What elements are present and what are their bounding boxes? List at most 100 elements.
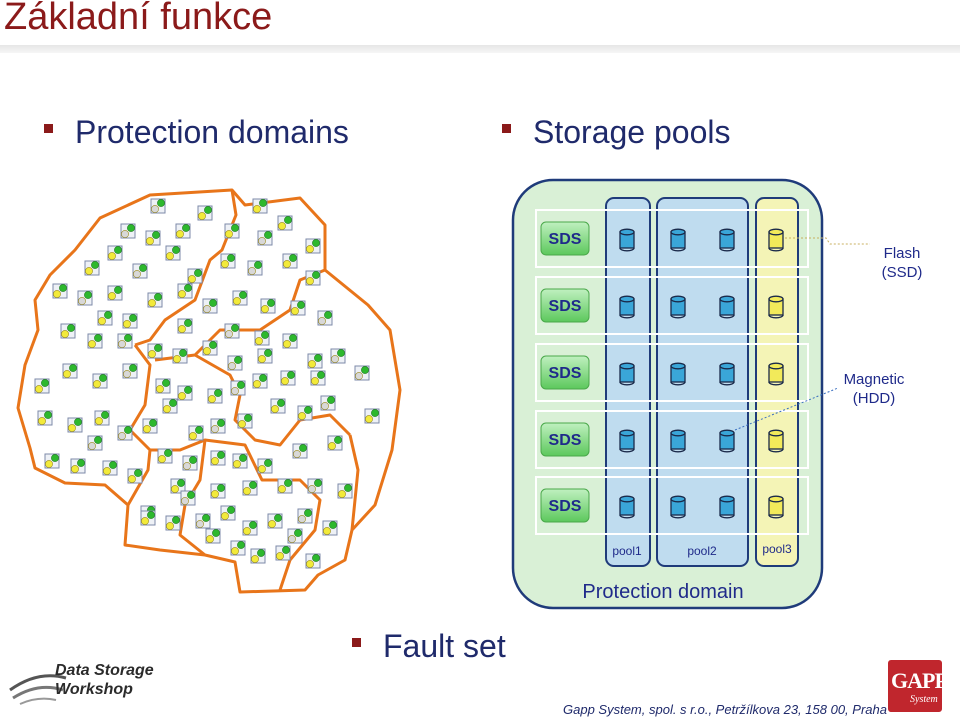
sds-node-icon	[232, 290, 248, 306]
flash-label-line2: (SSD)	[882, 264, 923, 281]
sds-node-icon	[62, 363, 78, 379]
bullet-square-icon	[44, 124, 53, 134]
disk-icon	[768, 228, 784, 252]
sds-node-icon	[70, 458, 86, 474]
sds-node-icon	[252, 198, 268, 214]
sds-node-icon	[150, 198, 166, 214]
gapp-logo: GAPP System	[888, 660, 948, 712]
sds-node-icon	[117, 333, 133, 349]
sds-box: SDS	[540, 355, 590, 390]
sds-node-icon	[210, 483, 226, 499]
sds-node-icon	[282, 333, 298, 349]
sds-node-icon	[237, 413, 253, 429]
sds-row: SDS	[535, 410, 809, 469]
sds-node-icon	[107, 245, 123, 261]
sds-node-icon	[257, 348, 273, 364]
sds-node-icon	[364, 408, 380, 424]
footer-company-address: Gapp System, spol. s r.o., Petržílkova 2…	[563, 702, 887, 717]
disk-icon	[619, 429, 635, 453]
bullet-label: Protection domains	[75, 114, 349, 150]
sds-node-icon	[155, 378, 171, 394]
disk-icon	[619, 228, 635, 252]
sds-node-icon	[305, 270, 321, 286]
sds-node-icon	[132, 263, 148, 279]
slide-title: Základní funkce	[4, 0, 273, 38]
sds-node-icon	[195, 513, 211, 529]
bullet-label: Fault set	[383, 628, 506, 664]
sds-row: SDS	[535, 276, 809, 335]
sds-node-icon	[230, 540, 246, 556]
sds-node-icon	[60, 323, 76, 339]
sds-row: SDS	[535, 209, 809, 268]
sds-label: SDS	[549, 298, 582, 315]
sds-node-icon	[247, 260, 263, 276]
disk-icon	[719, 429, 735, 453]
sds-node-icon	[305, 553, 321, 569]
sds-node-icon	[177, 318, 193, 334]
bullet-storage-pools: Storage pools	[502, 114, 730, 151]
sds-node-icon	[207, 388, 223, 404]
sds-node-icon	[307, 478, 323, 494]
sds-node-icon	[170, 478, 186, 494]
sds-node-icon	[327, 435, 343, 451]
sds-node-icon	[250, 548, 266, 564]
sds-label: SDS	[549, 432, 582, 449]
sds-node-icon	[310, 370, 326, 386]
sds-node-icon	[94, 410, 110, 426]
sds-node-icon	[210, 450, 226, 466]
sds-node-icon	[177, 385, 193, 401]
sds-node-icon	[187, 268, 203, 284]
sds-node-icon	[202, 298, 218, 314]
sds-node-icon	[44, 453, 60, 469]
sds-node-icon	[147, 292, 163, 308]
sds-node-icon	[122, 363, 138, 379]
sds-node-icon	[230, 380, 246, 396]
sds-node-icon	[165, 245, 181, 261]
swoosh-icon	[9, 674, 67, 705]
disk-icon	[719, 228, 735, 252]
sds-row: SDS	[535, 476, 809, 535]
sds-node-icon	[307, 353, 323, 369]
sds-node-icon	[242, 480, 258, 496]
fault-set-divider-7	[348, 434, 360, 531]
sds-node-icon	[52, 283, 68, 299]
disk-icon	[619, 495, 635, 519]
sds-label: SDS	[549, 498, 582, 515]
sds-row: SDS	[535, 343, 809, 402]
sds-node-icon	[257, 230, 273, 246]
sds-node-icon	[180, 490, 196, 506]
disk-icon	[768, 295, 784, 319]
sds-node-icon	[297, 508, 313, 524]
protection-domain-label: Protection domain	[582, 581, 743, 603]
disk-icon	[719, 495, 735, 519]
sds-node-icon	[197, 205, 213, 221]
sds-node-icon	[97, 310, 113, 326]
sds-node-icon	[330, 348, 346, 364]
sds-node-icon	[147, 343, 163, 359]
sds-node-icon	[202, 340, 218, 356]
sds-node-icon	[320, 395, 336, 411]
sds-node-icon	[220, 253, 236, 269]
sds-node-icon	[224, 223, 240, 239]
sds-node-icon	[287, 528, 303, 544]
sds-node-icon	[157, 448, 173, 464]
disk-icon	[768, 362, 784, 386]
sds-node-icon	[275, 545, 291, 561]
sds-node-icon	[172, 348, 188, 364]
sds-node-icon	[127, 468, 143, 484]
logo-left-line1: Data Storage	[55, 662, 154, 679]
data-storage-workshop-logo: Data Storage Workshop	[8, 658, 154, 713]
magnetic-callout: Magnetic (HDD)	[734, 371, 905, 431]
sds-box: SDS	[540, 221, 590, 256]
sds-node-icon	[120, 223, 136, 239]
sds-node-icon	[77, 290, 93, 306]
sds-node-icon	[224, 323, 240, 339]
sds-label: SDS	[549, 365, 582, 382]
fault-set-outer	[16, 188, 402, 594]
sds-node-icon	[165, 515, 181, 531]
bullet-fault-set: Fault set	[352, 628, 506, 665]
flash-callout: Flash (SSD)	[785, 237, 923, 281]
gapp-logo-text: GAPP	[891, 668, 948, 693]
